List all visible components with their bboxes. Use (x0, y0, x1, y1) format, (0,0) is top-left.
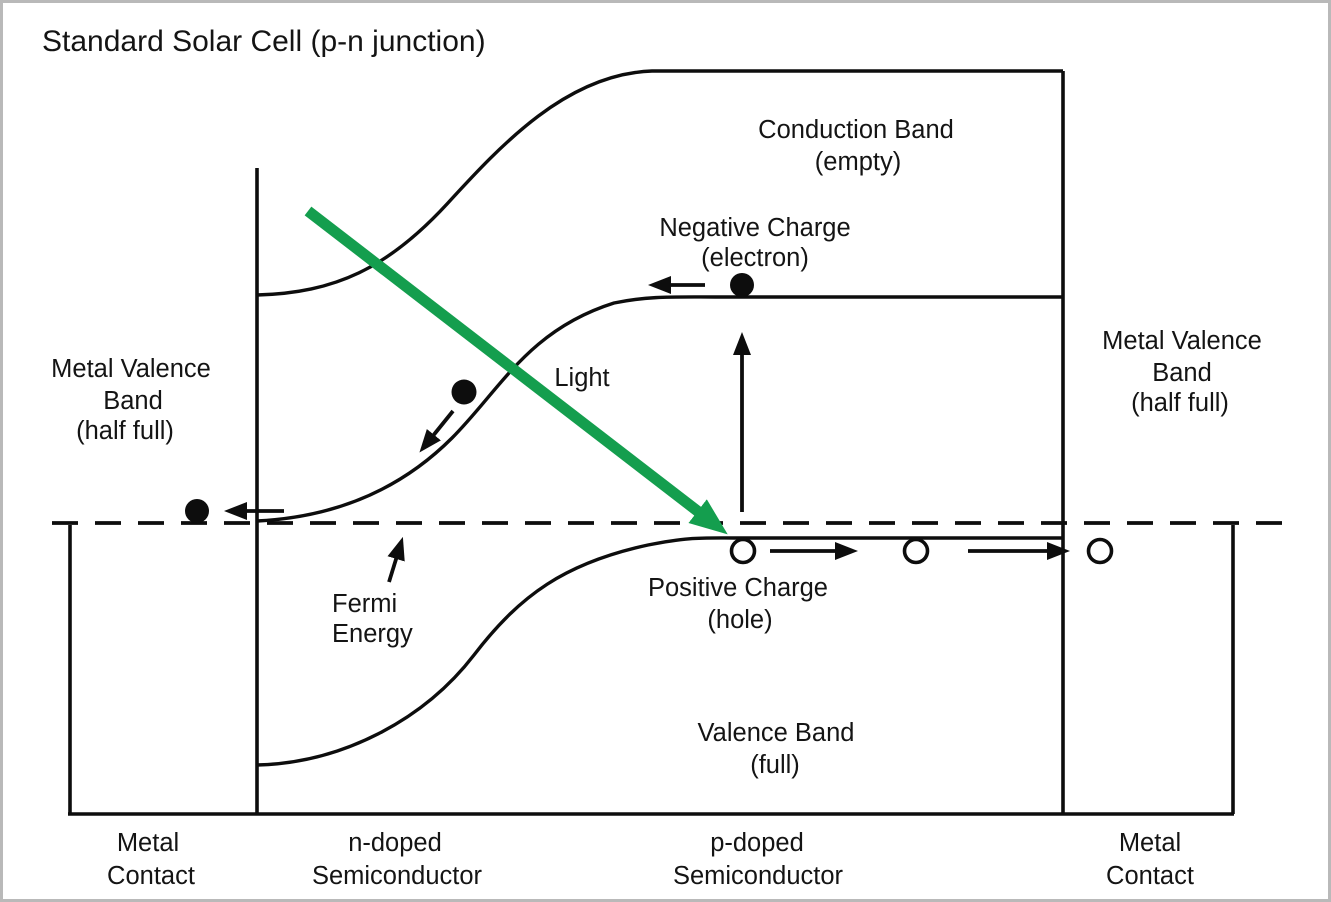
electron-dot-conduction-band (730, 273, 754, 297)
hole-circle-3 (1086, 537, 1114, 565)
hole-circle-1 (729, 537, 757, 565)
light-label: Light (554, 364, 609, 392)
fermi-label-line1: Fermi (332, 590, 397, 618)
fermi-label-line2: Energy (332, 620, 413, 648)
positive-charge-label: Positive Charge (648, 574, 828, 602)
fermi-pointer-arrow (387, 536, 405, 583)
region-p-doped-line2: Semiconductor (673, 862, 844, 890)
electron-roll-down-arrow (419, 409, 455, 453)
region-n-doped-line1: n-doped (348, 829, 442, 857)
region-metal-left-line1: Metal (117, 829, 179, 857)
positive-charge-sublabel: (hole) (707, 606, 772, 634)
hole-circle-2 (902, 537, 930, 565)
negative-charge-sublabel: (electron) (701, 244, 809, 272)
metal-valence-left-line3: (half full) (76, 417, 174, 445)
figure-title: Standard Solar Cell (p-n junction) (42, 25, 486, 58)
conduction-band-sublabel: (empty) (815, 148, 901, 176)
electron-dot-metal (185, 499, 209, 523)
metal-valence-right-line2: Band (1152, 359, 1212, 387)
conduction-band-top-curve (256, 69, 1063, 297)
region-metal-right-line2: Contact (1106, 862, 1194, 890)
region-n-doped-line2: Semiconductor (312, 862, 483, 890)
valence-band-label: Valence Band (698, 719, 855, 747)
conduction-band-bottom-curve (256, 295, 1063, 523)
region-p-doped-line1: p-doped (710, 829, 804, 857)
conduction-band-label: Conduction Band (758, 116, 954, 144)
metal-valence-right-line3: (half full) (1131, 389, 1229, 417)
region-metal-right-line1: Metal (1119, 829, 1181, 857)
light-arrow (304, 206, 728, 535)
electron-dot-junction (451, 379, 477, 405)
metal-valence-left-line2: Band (103, 387, 163, 415)
valence-band-sublabel: (full) (750, 751, 800, 779)
metal-valence-left-line1: Metal Valence (51, 355, 211, 383)
valence-band-top-curve (256, 536, 1063, 767)
metal-valence-right-line1: Metal Valence (1102, 327, 1262, 355)
negative-charge-label: Negative Charge (659, 214, 850, 242)
region-metal-left-line2: Contact (107, 862, 195, 890)
